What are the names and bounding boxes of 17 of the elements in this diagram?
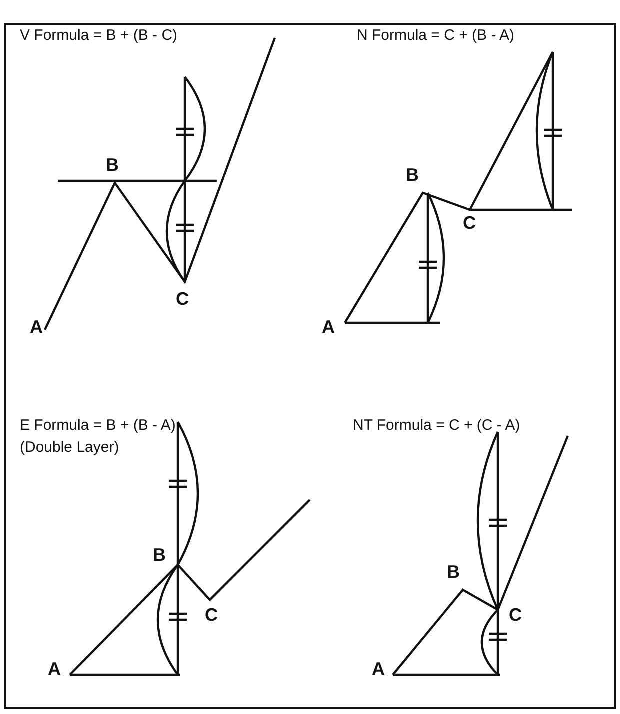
point-label: A <box>48 660 61 680</box>
point-label: B <box>153 546 166 566</box>
formula-title: NT Formula = C + (C - A) <box>353 418 520 434</box>
point-label: B <box>447 563 460 583</box>
formula-title: V Formula = B + (B - C) <box>20 28 178 44</box>
point-label: B <box>106 156 119 176</box>
point-label: C <box>176 290 189 310</box>
point-label: A <box>372 660 385 680</box>
point-label: A <box>30 318 43 338</box>
point-label: C <box>463 214 476 234</box>
formula-title: N Formula = C + (B - A) <box>357 28 515 44</box>
formula-title: E Formula = B + (B - A) <box>20 418 176 434</box>
point-label: A <box>322 318 335 338</box>
point-label: C <box>509 606 522 626</box>
point-label: B <box>406 166 419 186</box>
note: (Double Layer) <box>20 440 120 456</box>
point-label: C <box>205 606 218 626</box>
